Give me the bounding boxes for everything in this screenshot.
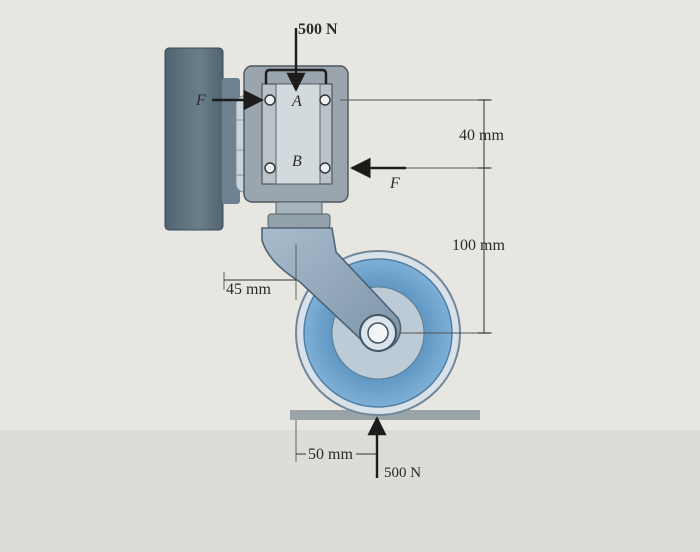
dimension-45mm: 45 mm	[224, 279, 296, 298]
axle-hub	[359, 314, 397, 352]
dimension-50mm-label: 50 mm	[308, 446, 353, 463]
bottom-force-arrow: 500 N	[367, 416, 421, 481]
bottom-force-label: 500 N	[384, 465, 421, 481]
force-right-arrow: F	[349, 157, 406, 192]
point-a-label: A	[291, 93, 302, 110]
dimension-40mm: 40 mm	[459, 99, 504, 169]
paper-lower-shade	[0, 430, 700, 552]
dimension-45mm-label: 45 mm	[226, 281, 271, 298]
dimension-100mm: 100 mm	[452, 168, 505, 334]
dimension-100mm-label: 100 mm	[452, 237, 505, 254]
force-left-label: F	[195, 92, 206, 109]
force-right-label: F	[389, 175, 400, 192]
shaft-stem	[267, 201, 331, 229]
top-force-arrow: 500 N	[286, 21, 338, 92]
force-left-arrow: F	[195, 89, 265, 111]
dimension-40mm-label: 40 mm	[459, 127, 504, 144]
top-force-label: 500 N	[298, 21, 338, 38]
point-b-label: B	[292, 153, 302, 170]
bracket-housing	[243, 65, 349, 203]
dimension-extension-lines	[223, 99, 492, 462]
dimension-50mm: 50 mm	[296, 446, 376, 463]
